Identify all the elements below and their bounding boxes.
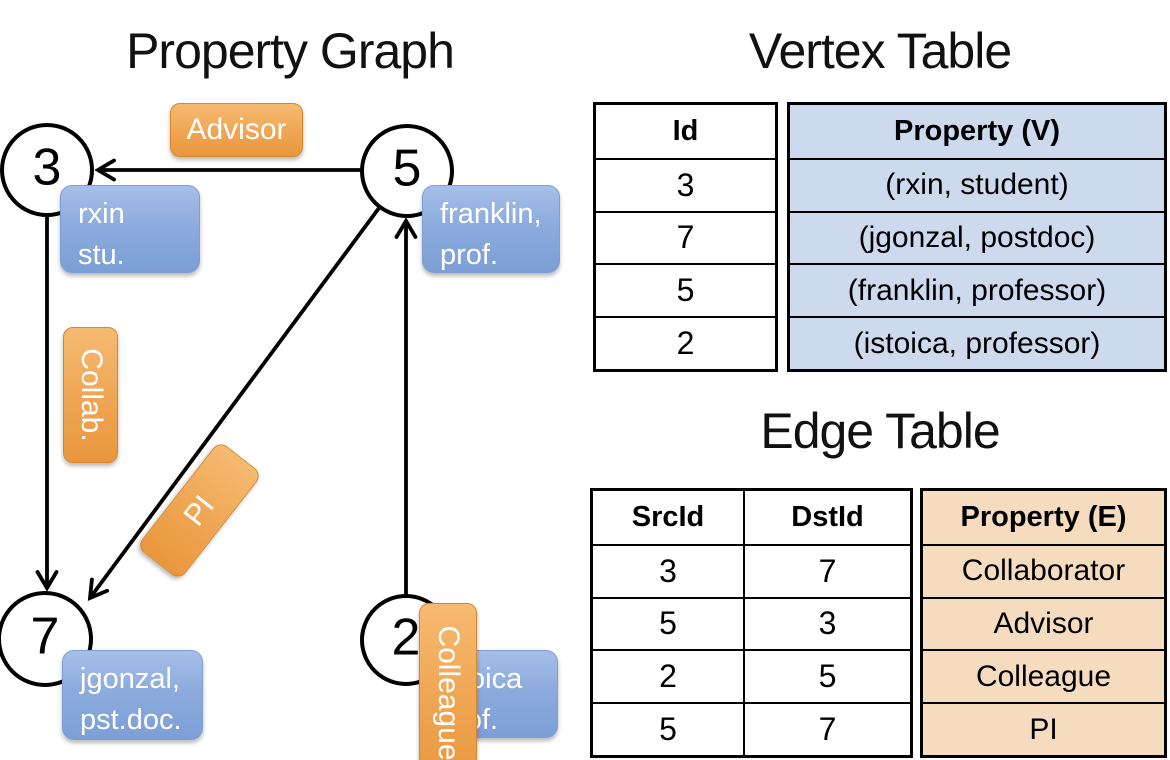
node-id-5: 5 — [392, 139, 422, 198]
edge-label-text: PI — [177, 488, 221, 532]
vertex-table-id-header: Id — [672, 114, 699, 147]
edge-table-ids-columns: SrcId DstId 3 7 5 3 2 5 5 7 — [590, 488, 913, 758]
vertex-table-cell: (franklin, professor) — [790, 263, 1164, 316]
vertex-table-id-column: Id 3 7 5 2 — [593, 102, 778, 372]
edge-table-title: Edge Table — [760, 403, 1000, 459]
vertex-table-cell: 3 — [596, 157, 775, 211]
vertex-table-cell: (rxin, student) — [790, 157, 1164, 211]
vertex-label-rxin: rxin stu. — [60, 185, 200, 273]
vertex-table-cell: 7 — [596, 210, 775, 264]
vertex-label-line: jgonzal, — [80, 663, 180, 695]
edge-label-text: Collab. — [74, 348, 108, 442]
edge-table-cell: 5 — [593, 702, 743, 755]
edge-table-property-column: Property (E) Collaborator Advisor Collea… — [920, 488, 1167, 758]
edge-table-cell: 5 — [593, 596, 743, 650]
edge-table-cell: Colleague — [923, 649, 1164, 702]
edge-label-text: Advisor — [186, 113, 287, 146]
property-graph-title: Property Graph — [126, 23, 455, 79]
edge-table-cell: 2 — [593, 649, 743, 702]
vertex-label-line: stu. — [78, 238, 125, 271]
vertex-table-cell: 5 — [596, 263, 775, 316]
edge-label-advisor: Advisor — [170, 103, 303, 157]
edge-table-cell: 5 — [743, 649, 910, 703]
edge-pi-5-to-7 — [87, 206, 381, 601]
vertex-table-property-column: Property (V) (rxin, student) (jgonzal, p… — [787, 102, 1167, 372]
vertex-table-property-header: Property (V) — [894, 114, 1060, 147]
vertex-table-cell: (jgonzal, postdoc) — [790, 210, 1164, 264]
edge-table-cell: 3 — [593, 543, 743, 597]
vertex-table-cell: 2 — [596, 316, 775, 369]
vertex-table-title: Vertex Table — [748, 23, 1012, 79]
vertex-label-franklin: franklin, prof. — [422, 185, 560, 273]
edge-table-cell: Collaborator — [923, 543, 1164, 597]
edge-table-cell: Advisor — [923, 596, 1164, 650]
edge-table-cell: PI — [923, 702, 1164, 755]
edge-label-collab: Collab. — [63, 327, 118, 463]
edge-table-src-header: SrcId — [631, 500, 705, 533]
vertex-label-line: franklin, — [440, 198, 542, 230]
edge-table-cell: 3 — [743, 596, 910, 650]
edge-label-text: Colleague — [432, 625, 465, 760]
edge-label-colleague: Colleague — [419, 603, 477, 760]
vertex-table-cell: (istoica, professor) — [790, 316, 1164, 369]
node-id-7: 7 — [30, 607, 60, 666]
edge-table-cell: 7 — [743, 543, 910, 597]
node-id-3: 3 — [32, 138, 62, 197]
vertex-label-line: pst.doc. — [80, 703, 182, 736]
edge-table-dst-header: DstId — [743, 491, 910, 544]
vertex-label-jgonzal: jgonzal, pst.doc. — [62, 650, 203, 740]
node-id-2: 2 — [391, 608, 421, 667]
edge-table-cell: 7 — [743, 702, 910, 755]
edge-table-property-header: Property (E) — [960, 500, 1127, 533]
vertex-label-line: prof. — [440, 238, 499, 271]
vertex-label-line: rxin — [78, 198, 125, 230]
